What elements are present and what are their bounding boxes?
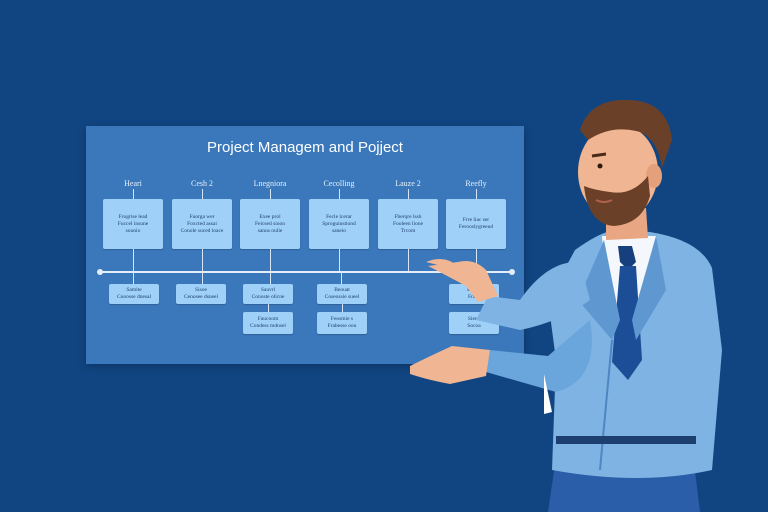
connector: [202, 189, 203, 199]
axis-endpoint: [509, 269, 515, 275]
connector: [408, 189, 409, 199]
card-line: Beouat: [334, 287, 350, 293]
card-line: Fberqre lssh: [394, 213, 422, 220]
card-line: Coseossie sueel: [324, 294, 360, 300]
task-card: Fberqre lssh Fooleen lione Trcom: [378, 199, 438, 249]
connector: [270, 189, 271, 199]
card-line: Cenosee dsneel: [183, 294, 219, 300]
milestone-card: Faucoom Condess mdnsel: [243, 312, 293, 334]
card-line: Fuorga wer: [189, 213, 215, 220]
connector: [408, 249, 409, 271]
connector: [133, 273, 134, 284]
card-line: Trcom: [400, 227, 416, 234]
connector: [268, 304, 269, 312]
connector: [342, 304, 343, 312]
card-line: Samite: [126, 287, 142, 293]
connector: [476, 249, 477, 271]
connector: [339, 189, 340, 199]
column-header-5: Lauze 2: [395, 179, 421, 188]
milestone-card: Beouat Coseossie sueel: [317, 284, 367, 304]
card-line: Fecle lcerar: [326, 213, 352, 220]
task-card: Frre liac ser Ferooslygreeud: [446, 199, 506, 249]
card-line: Frre liac ser: [462, 217, 490, 223]
timeline-axis: [100, 271, 512, 273]
connector: [270, 273, 271, 284]
connector: [339, 249, 340, 271]
column-header-2: Cesh 2: [191, 179, 213, 188]
card-line: Frabesse oou: [327, 323, 357, 329]
card-line: Sisoe: [195, 287, 207, 293]
task-card: Fuorga wer Foxcted assai Conole suced lo…: [172, 199, 232, 249]
card-line: Feicsed sioon: [254, 220, 286, 227]
card-line: Sproguinstiond: [322, 220, 356, 227]
card-line: Cooosse dnesal: [116, 294, 152, 300]
card-line: Frase: [468, 294, 480, 300]
connector: [341, 273, 342, 284]
card-line: Foxcted assai: [187, 220, 217, 227]
card-line: Fooleen lione: [392, 220, 424, 227]
card-line: sanus oulie: [257, 227, 283, 234]
card-line: Feosmie s: [330, 316, 354, 322]
card-line: Fuccel insune: [117, 220, 149, 227]
axis-endpoint: [97, 269, 103, 275]
card-line: Socoa: [467, 323, 481, 329]
presenter-body: [410, 99, 722, 512]
card-line: sounio: [125, 227, 141, 234]
card-line: saneio: [331, 227, 347, 234]
task-card: Exee prol Feicsed sioon sanus oulie: [240, 199, 300, 249]
column-header-1: Heari: [124, 179, 142, 188]
connector: [133, 249, 134, 271]
connector: [133, 189, 134, 199]
card-line: Sauvrl: [260, 287, 276, 293]
card-line: Frogrise lead: [118, 213, 148, 220]
card-line: Exee prol: [259, 213, 281, 220]
connector: [476, 189, 477, 199]
milestone-card: Sauvrl Conoste olicne: [243, 284, 293, 304]
project-board: Project Managem and Pojject Heari Cesh 2…: [86, 126, 524, 364]
card-line: Faucoom: [257, 316, 279, 322]
card-line: Siene: [467, 316, 481, 322]
task-card: Fecle lcerar Sproguinstiond saneio: [309, 199, 369, 249]
board-title: Project Managem and Pojject: [207, 139, 403, 156]
card-line: Condess mdnsel: [250, 323, 286, 329]
card-line: Conole suced loace: [180, 227, 224, 234]
connector: [202, 273, 203, 284]
column-header-6: Reefly: [465, 179, 487, 188]
milestone-card: Samite Cooosse dnesal: [109, 284, 159, 304]
task-card: Frogrise lead Fuccel insune sounio: [103, 199, 163, 249]
card-line: Conoste olicne: [251, 294, 285, 300]
connector: [270, 249, 271, 271]
card-line: Ferooslygreeud: [458, 224, 494, 230]
connector: [202, 249, 203, 271]
milestone-card: Sisoe Cenosee dsneel: [176, 284, 226, 304]
column-header-3: Lnegniora: [253, 179, 287, 188]
column-header-4: Cecolling: [323, 179, 355, 188]
milestone-card: Feosmie s Frabesse oou: [317, 312, 367, 334]
